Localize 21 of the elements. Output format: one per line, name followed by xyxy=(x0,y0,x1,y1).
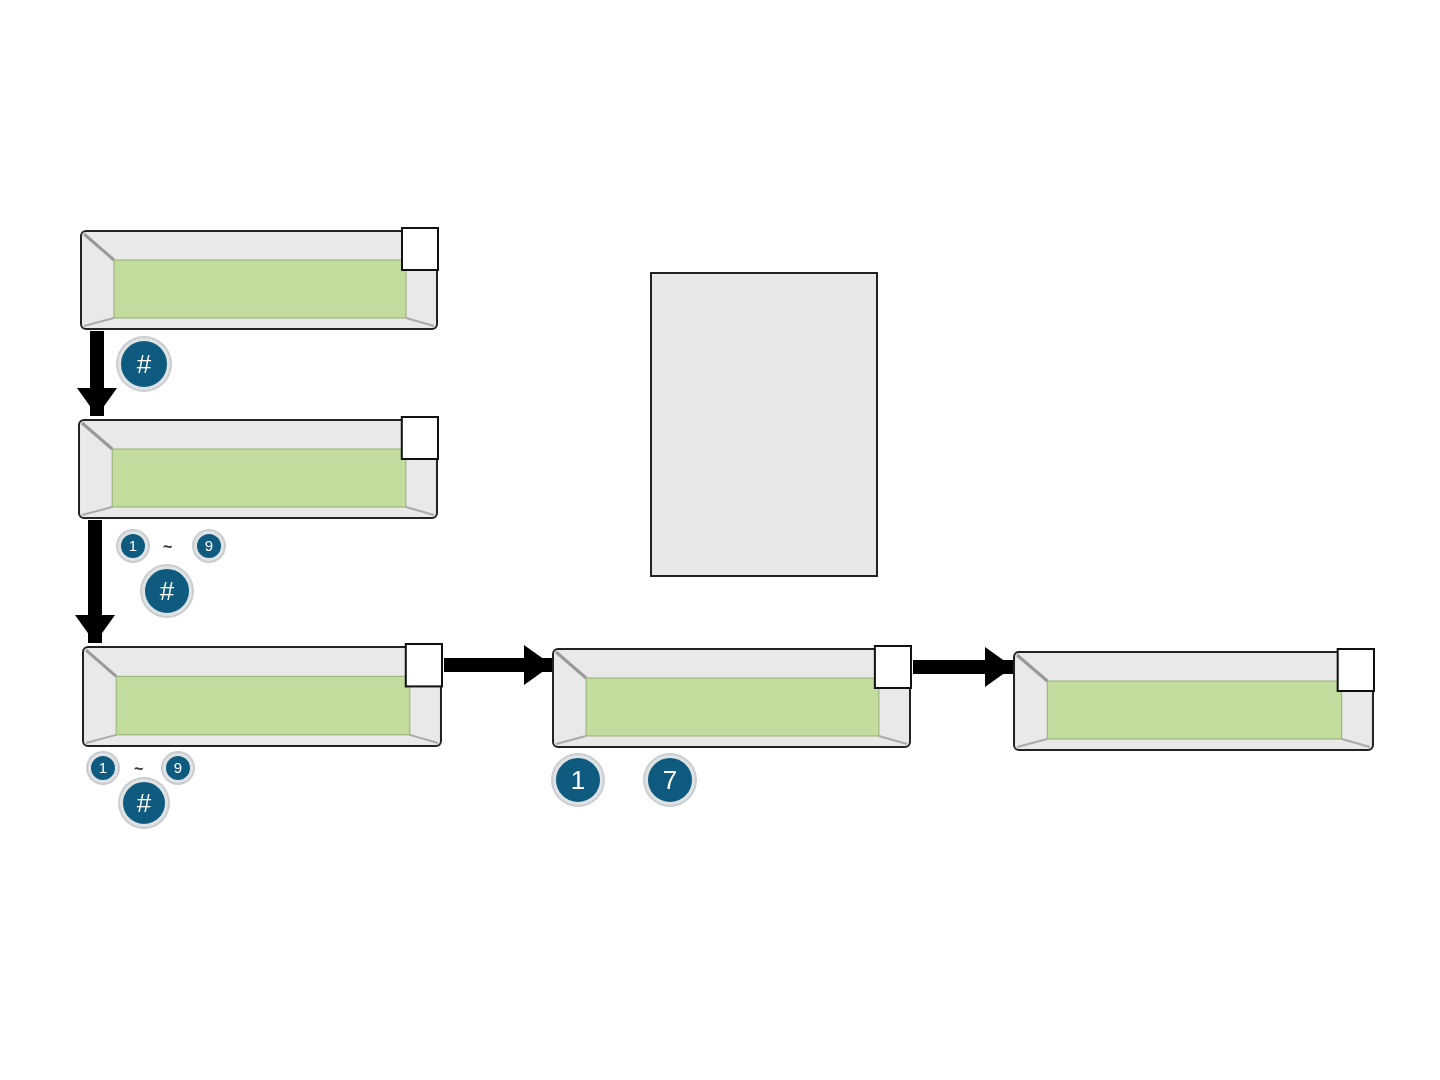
arrow xyxy=(913,647,1013,687)
blank-panel xyxy=(650,272,878,577)
lcd-display xyxy=(78,416,440,520)
lcd-display xyxy=(80,227,440,331)
keypad-key: 9 xyxy=(194,531,224,561)
lcd-display xyxy=(82,643,444,748)
arrow xyxy=(77,331,117,416)
keypad-key: # xyxy=(142,566,192,616)
lcd-display xyxy=(552,645,913,749)
range-tilde: ~ xyxy=(134,759,144,779)
keypad-key: # xyxy=(120,779,168,827)
keypad-key: 1 xyxy=(88,753,118,783)
keypad-key: 1 xyxy=(553,755,603,805)
keypad-key: 9 xyxy=(163,753,193,783)
arrow xyxy=(444,645,552,685)
arrow xyxy=(75,520,115,643)
keypad-key: 7 xyxy=(645,755,695,805)
range-tilde: ~ xyxy=(163,537,173,557)
lcd-display xyxy=(1013,648,1376,752)
keypad-key: 1 xyxy=(118,531,148,561)
keypad-key: # xyxy=(118,338,170,390)
